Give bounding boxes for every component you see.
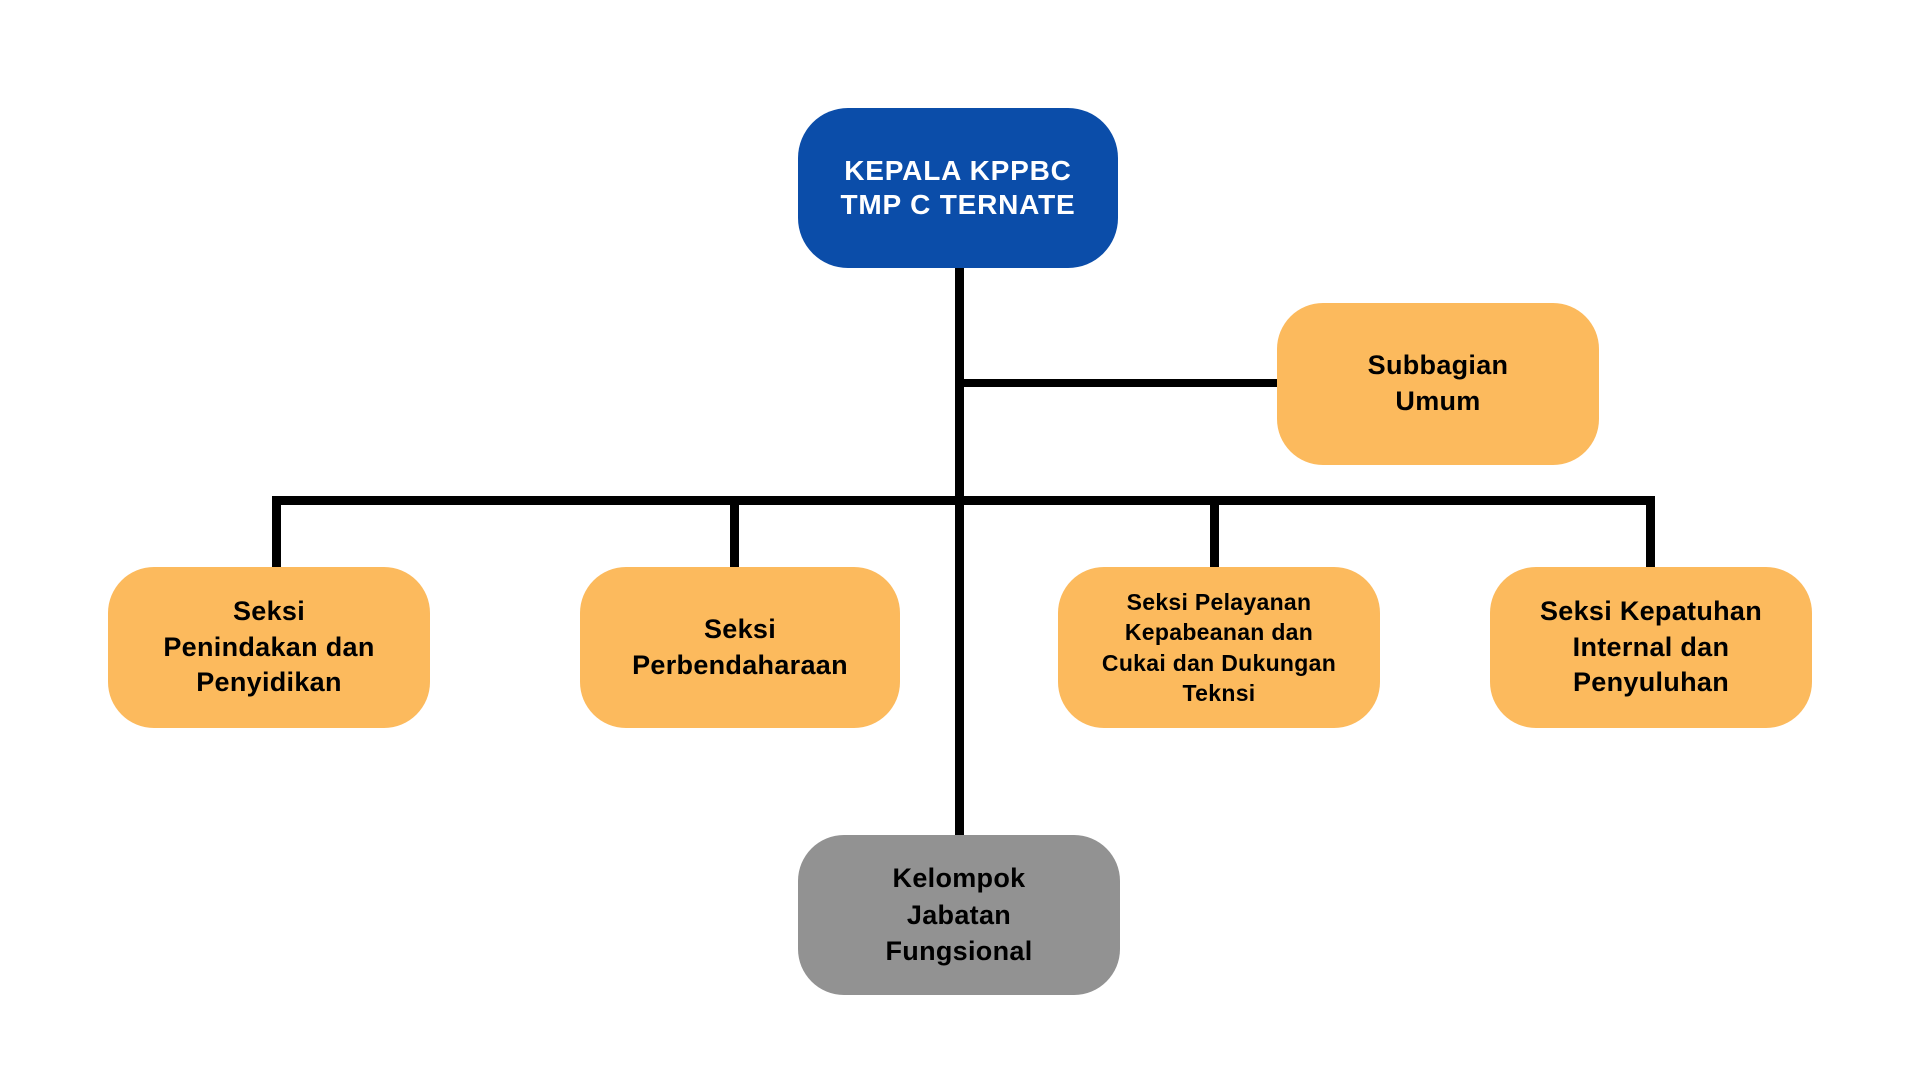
connector-root-vertical bbox=[955, 255, 964, 843]
node-seksi-perbendaharaan-label: Seksi Perbendaharaan bbox=[632, 613, 848, 680]
connector-drop-pelayanan bbox=[1210, 496, 1219, 572]
node-seksi-penindakan-label: Seksi Penindakan dan Penyidikan bbox=[163, 596, 375, 698]
node-seksi-kepatuhan-label: Seksi Kepatuhan Internal dan Penyuluhan bbox=[1539, 596, 1763, 698]
node-seksi-pelayanan-label: Seksi Pelayanan Kepabeanan dan Cukai dan… bbox=[1101, 588, 1337, 706]
node-seksi-penindakan: Seksi Penindakan dan Penyidikan bbox=[108, 567, 430, 728]
node-subbagian-umum: Subbagian Umum bbox=[1277, 303, 1599, 465]
node-seksi-pelayanan: Seksi Pelayanan Kepabeanan dan Cukai dan… bbox=[1058, 567, 1380, 728]
connector-drop-penindakan bbox=[272, 496, 281, 572]
connector-drop-kepatuhan bbox=[1646, 496, 1655, 572]
node-subbagian-umum-label: Subbagian Umum bbox=[1367, 350, 1509, 416]
connector-main-rail bbox=[272, 496, 1655, 505]
node-seksi-perbendaharaan: Seksi Perbendaharaan bbox=[580, 567, 900, 728]
node-kepala-kppbc-label: KEPALA KPPBC TMP C TERNATE bbox=[840, 154, 1076, 220]
node-seksi-kepatuhan: Seksi Kepatuhan Internal dan Penyuluhan bbox=[1490, 567, 1812, 728]
node-kepala-kppbc: KEPALA KPPBC TMP C TERNATE bbox=[798, 108, 1118, 268]
connector-staff-horizontal bbox=[955, 379, 1282, 387]
connector-drop-perbendaharaan bbox=[730, 496, 739, 572]
node-kelompok-jabatan-fungsional-label: Kelompok Jabatan Fungsional bbox=[885, 863, 1033, 967]
node-kelompok-jabatan-fungsional: Kelompok Jabatan Fungsional bbox=[798, 835, 1120, 995]
